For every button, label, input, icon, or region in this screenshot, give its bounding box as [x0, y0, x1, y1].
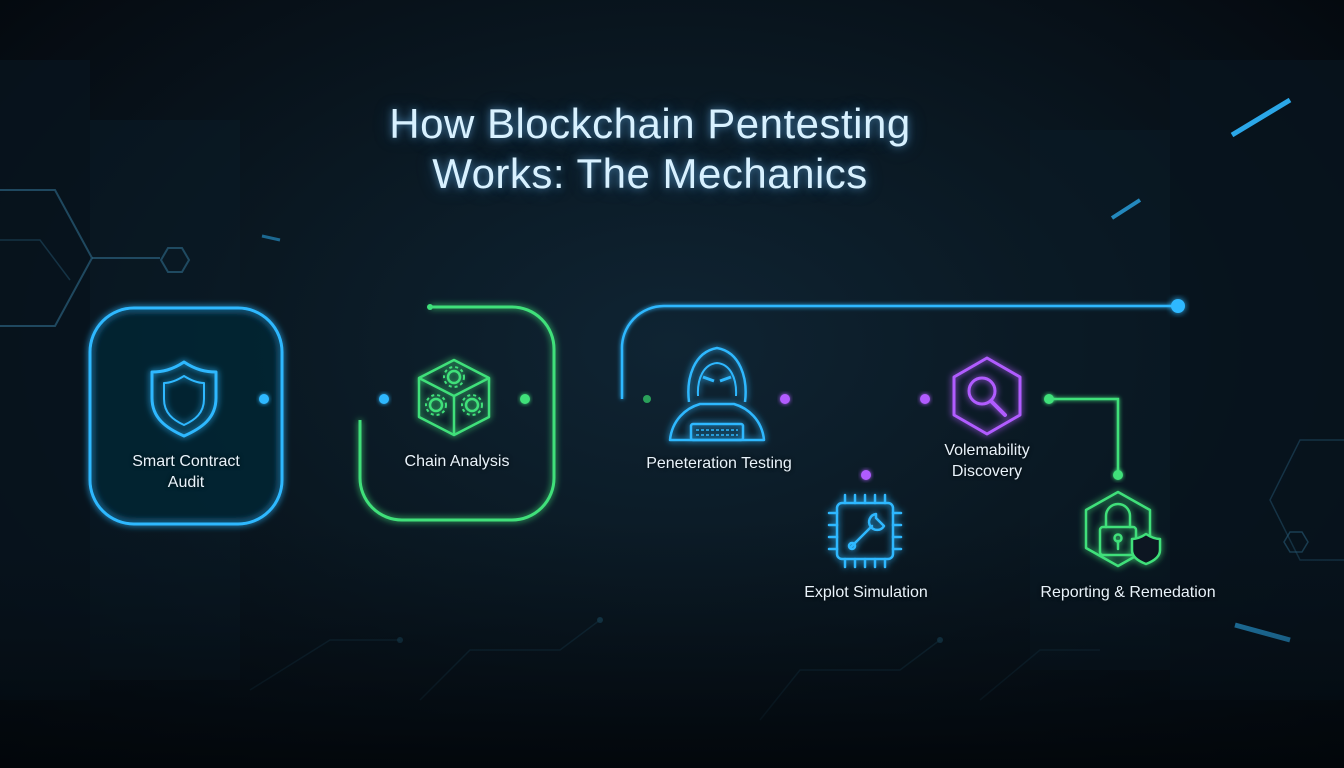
connector-line — [1049, 397, 1120, 475]
connector-dot — [861, 470, 871, 480]
page-subtitle: Works: The Mechanics — [432, 150, 868, 197]
connector-line — [620, 304, 1178, 399]
connector-dot — [379, 394, 389, 404]
magnifier-icon — [952, 356, 1022, 436]
connector-dot — [643, 395, 651, 403]
page-title: How Blockchain Pentesting — [389, 100, 911, 147]
connector-dot — [520, 394, 530, 404]
step-label-vulnerability-discovery: Volemability Discovery — [944, 442, 1030, 480]
connector-dot — [920, 394, 930, 404]
connector-dot — [259, 394, 269, 404]
shield-icon — [150, 360, 218, 438]
connector-dot — [427, 304, 433, 310]
gear-cube-icon — [417, 358, 491, 437]
step-label-penetration-testing: Peneteration Testing — [646, 455, 792, 472]
hacker-icon — [668, 346, 766, 442]
chip-wrench-icon — [827, 493, 903, 569]
connector-dot — [780, 394, 790, 404]
chain-analysis-frame — [358, 305, 556, 522]
connector-dot — [1171, 299, 1185, 313]
step-label-reporting-remediation: Reporting & Remedation — [1040, 584, 1216, 601]
step-label-chain-analysis: Chain Analysis — [404, 453, 510, 470]
step-label-smart-contract-audit: Smart Contract Audit — [132, 453, 240, 491]
smart-contract-audit-frame — [88, 306, 284, 526]
step-label-exploit-simulation: Explot Simulation — [804, 584, 928, 601]
connector-dot — [1044, 394, 1054, 404]
padlock-shield-icon — [1084, 490, 1162, 568]
connector-dot — [1113, 470, 1123, 480]
